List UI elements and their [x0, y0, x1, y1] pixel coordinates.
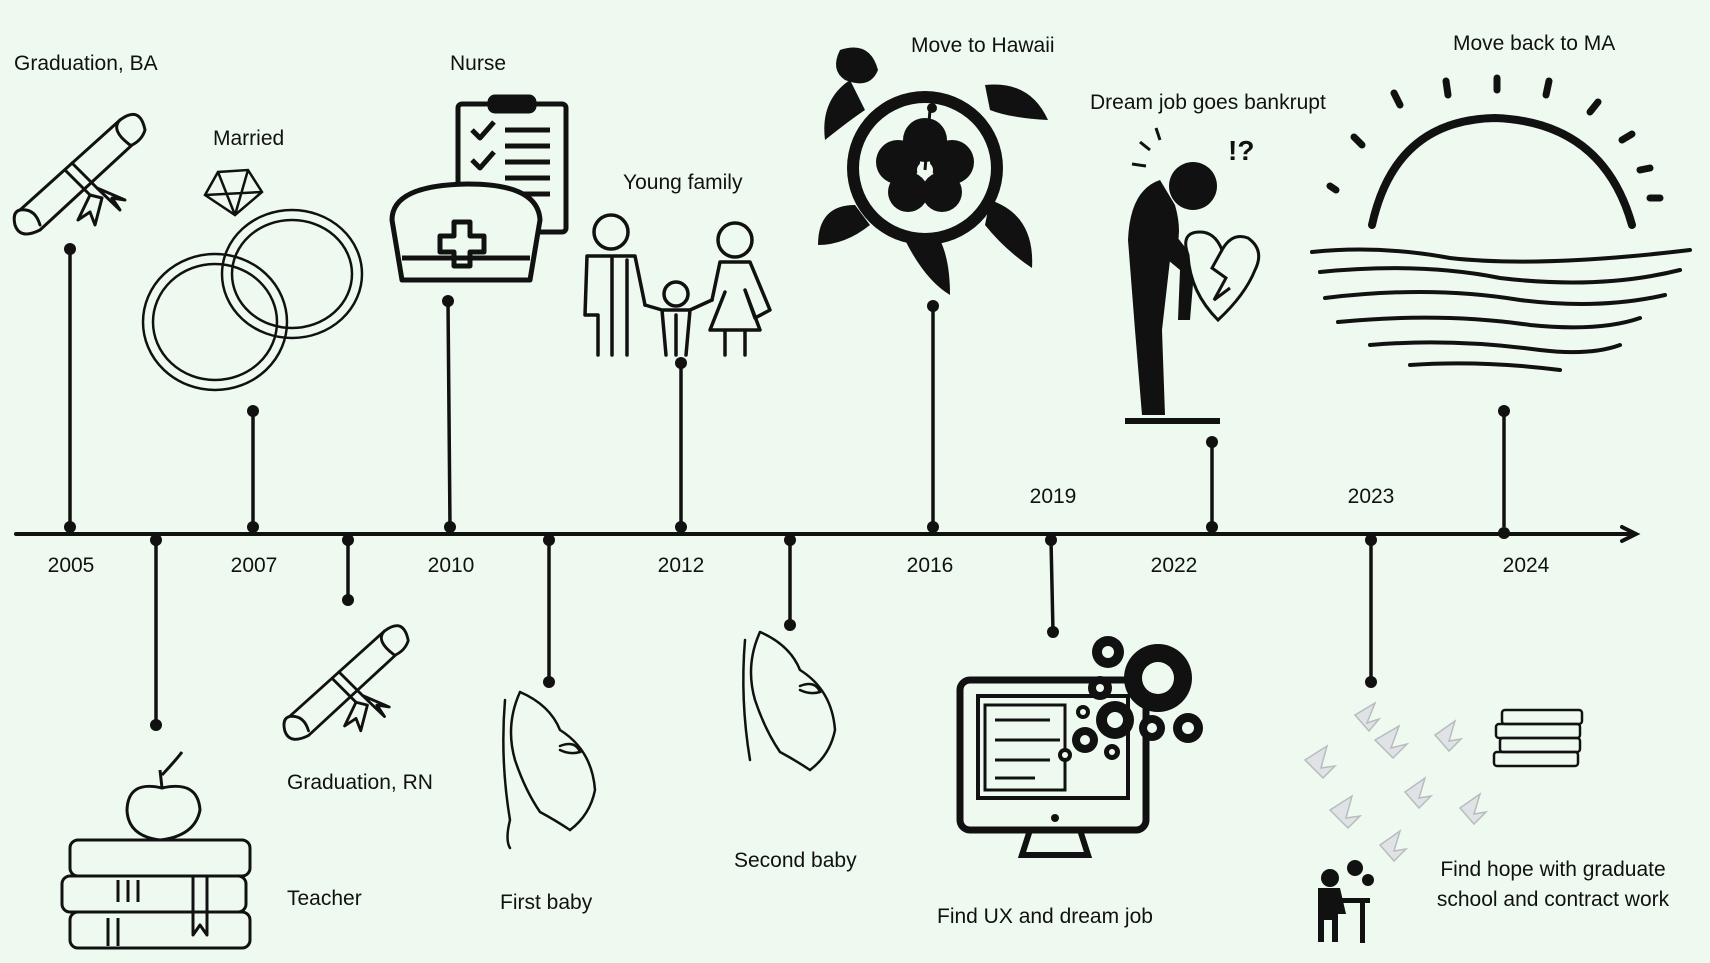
event-label-graduation-rn: Graduation, RN [287, 768, 433, 798]
event-label-graduation-ba: Graduation, BA [14, 49, 158, 79]
event-label-first-baby: First baby [500, 888, 592, 918]
event-label-move-hawaii: Move to Hawaii [911, 31, 1055, 61]
svg-text:!?: !? [1228, 135, 1254, 166]
nurse-cap-clipboard-icon [392, 97, 566, 280]
year-label-2012: 2012 [658, 551, 705, 581]
event-label-married: Married [213, 124, 284, 154]
diploma-scroll-icon [14, 114, 145, 234]
year-label-2019: 2019 [1030, 482, 1077, 512]
event-label-bankrupt: Dream job goes bankrupt [1090, 88, 1326, 118]
event-label-nurse: Nurse [450, 49, 506, 79]
family-icon [585, 215, 770, 355]
sunset-over-water-icon [1312, 78, 1690, 370]
heartbroken-person-icon: !? [1125, 128, 1259, 424]
timeline-stems [70, 249, 1504, 725]
apple-on-books-icon [62, 752, 250, 948]
event-label-second-baby: Second baby [734, 846, 857, 876]
year-label-2016: 2016 [907, 551, 954, 581]
year-label-2024: 2024 [1503, 551, 1550, 581]
sea-turtle-hibiscus-icon [818, 48, 1048, 296]
year-label-2023: 2023 [1348, 482, 1395, 512]
event-label-move-ma: Move back to MA [1453, 29, 1615, 59]
event-label-ux-job: Find UX and dream job [937, 902, 1153, 932]
year-label-2010: 2010 [428, 551, 475, 581]
event-label-hope-line2: school and contract work [1437, 885, 1669, 915]
year-label-2005: 2005 [48, 551, 95, 581]
event-label-teacher: Teacher [287, 884, 362, 914]
event-label-hope-line1: Find hope with graduate [1440, 855, 1665, 885]
timeline-dots [64, 243, 1510, 731]
computer-with-gears-icon [960, 636, 1203, 855]
timeline-axis [16, 527, 1636, 541]
year-label-2007: 2007 [231, 551, 278, 581]
pregnant-silhouette-icon [503, 692, 595, 848]
event-label-young-family: Young family [623, 168, 742, 198]
diploma-scroll-icon [284, 626, 408, 740]
year-label-2022: 2022 [1151, 551, 1198, 581]
pregnant-silhouette-icon [743, 632, 835, 770]
wedding-rings-icon [143, 170, 362, 390]
